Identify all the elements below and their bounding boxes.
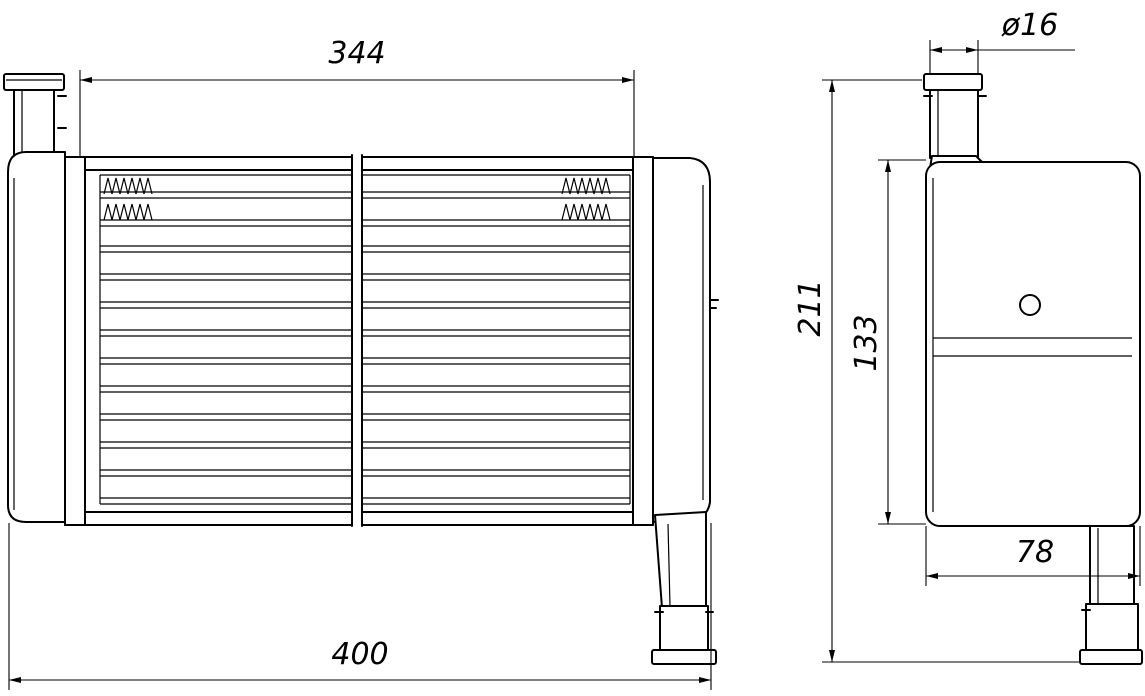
center-separator <box>352 152 362 529</box>
dimension-16-label: ø16 <box>1001 8 1059 43</box>
cooling-tubes <box>99 174 631 505</box>
dimension-pipe-diameter: ø16 <box>929 8 1075 74</box>
dimension-78-label: 78 <box>1016 535 1054 570</box>
dimension-211-label: 211 <box>793 279 828 336</box>
front-view: 344 400 <box>3 36 719 690</box>
dimension-core-width: 344 <box>79 36 635 157</box>
side-bottom-pipe <box>1079 525 1143 665</box>
dimension-133-label: 133 <box>849 314 884 371</box>
side-body <box>925 161 1141 527</box>
dimension-overall-width: 400 <box>8 523 712 690</box>
dimension-overall-height: 211 <box>793 79 1080 663</box>
right-tank <box>649 157 711 523</box>
drain-hole <box>1019 294 1041 316</box>
left-tank <box>7 151 66 523</box>
dimension-depth: 78 <box>925 526 1141 586</box>
side-view: ø16 211 133 78 <box>793 8 1143 665</box>
fin-zigzags <box>103 177 611 221</box>
dimension-400-label: 400 <box>331 637 388 672</box>
dimension-344-label: 344 <box>328 36 385 71</box>
dimension-body-height: 133 <box>849 159 926 525</box>
inlet-pipe <box>3 73 67 161</box>
side-top-pipe <box>923 73 989 169</box>
outlet-pipe <box>651 511 717 665</box>
